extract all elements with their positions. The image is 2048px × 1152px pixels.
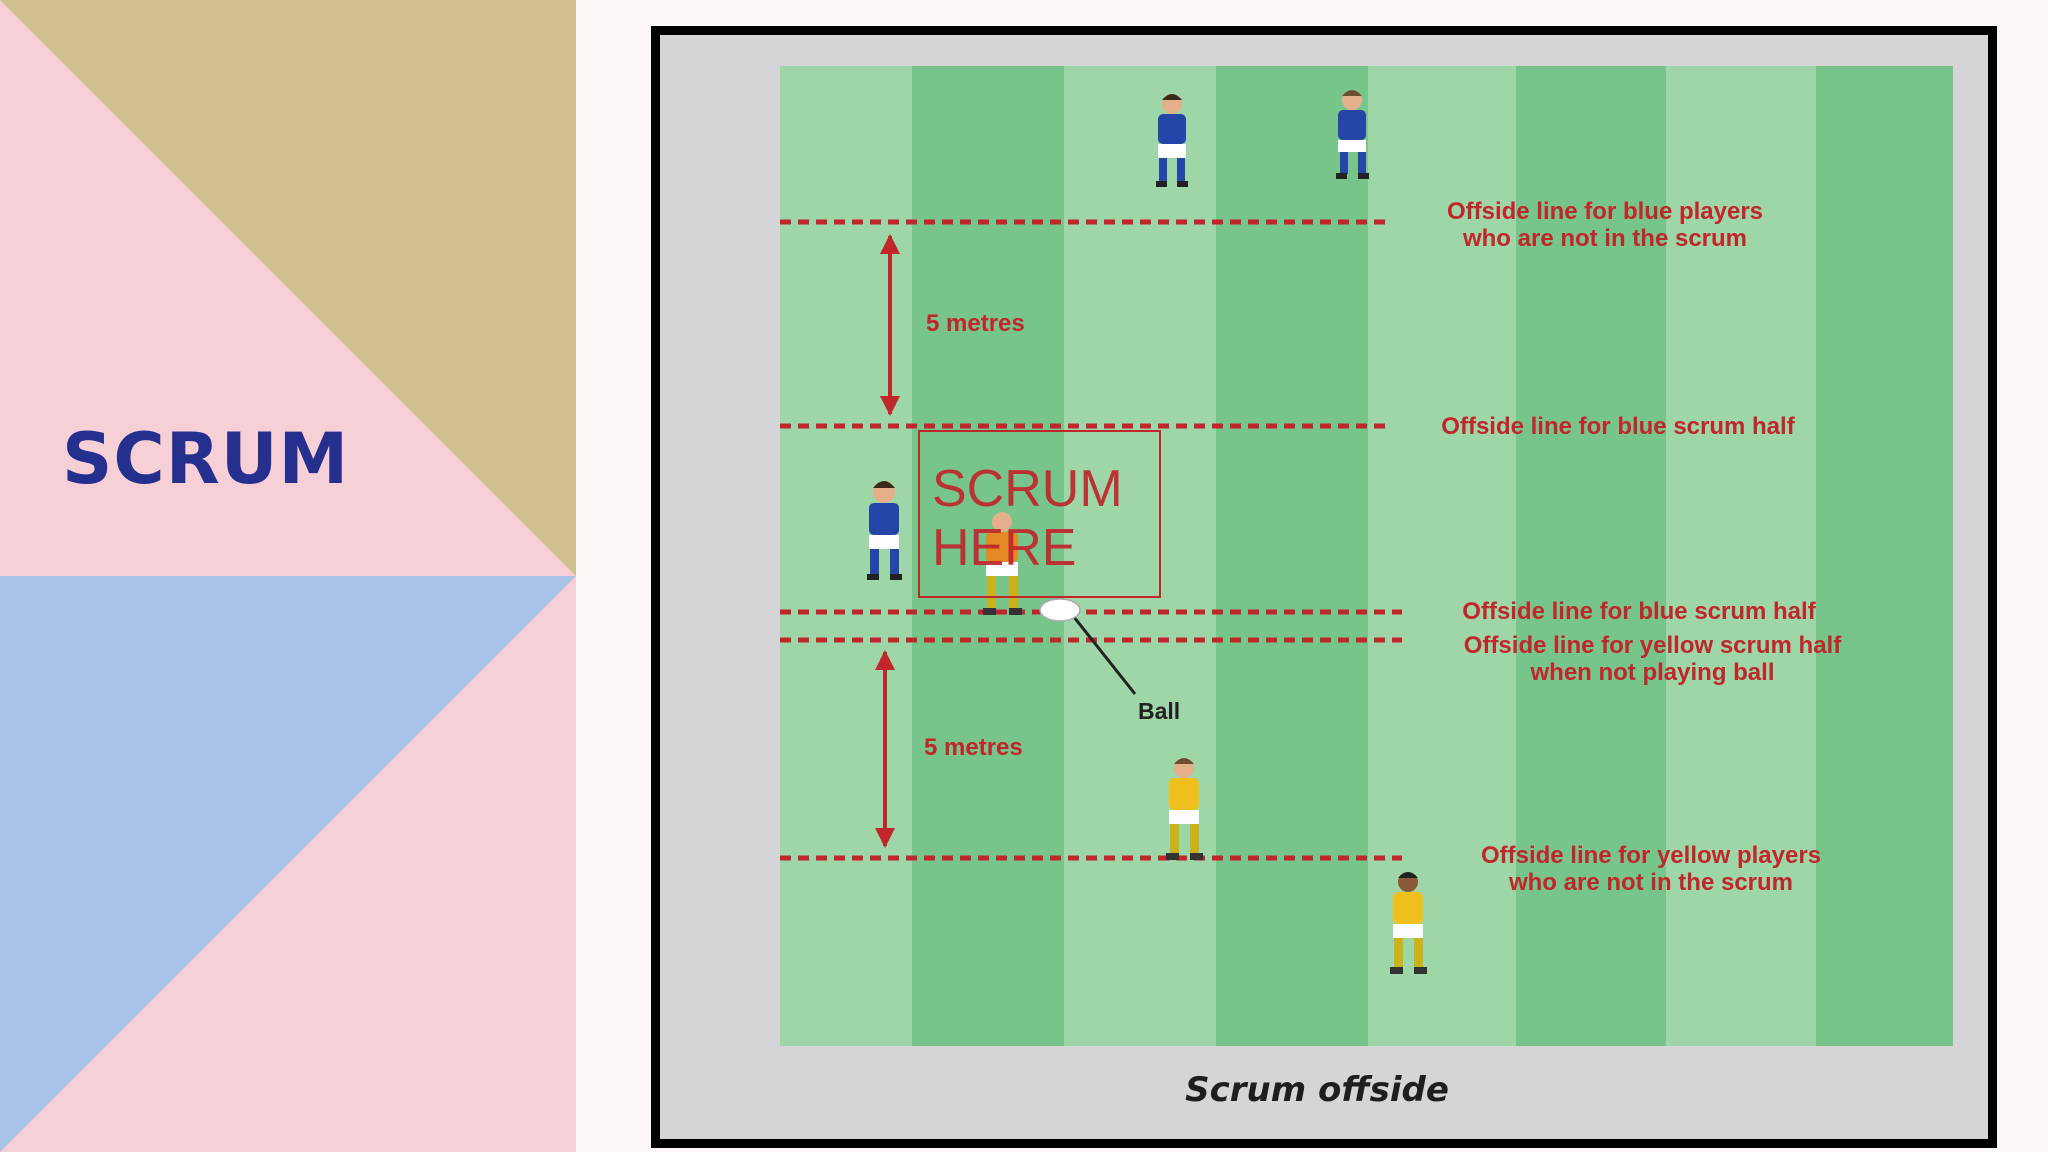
yellow-player-icon xyxy=(1166,758,1203,860)
distance-label-top: 5 metres xyxy=(926,310,1025,337)
blue-triangle xyxy=(0,576,576,1152)
blue-player-icon xyxy=(1156,94,1188,187)
offside-label-blue-scrum-half-top: Offside line for blue scrum half xyxy=(1441,413,1795,440)
diagram-caption: Scrum offside xyxy=(1185,1070,1449,1110)
offside-label-yellow-scrum-half: Offside line for yellow scrum half when … xyxy=(1463,632,1842,686)
yellow-scrum-half-icon xyxy=(983,512,1022,615)
ball-label: Ball xyxy=(1138,698,1181,724)
blue-scrum-half-icon xyxy=(867,481,902,580)
yellow-player-icon xyxy=(1390,872,1427,974)
ball-icon xyxy=(1039,598,1081,622)
scrum-marker-box: SCRUM HERE xyxy=(918,430,1161,598)
tan-triangle xyxy=(0,0,576,576)
offside-label-blue-scrum-half: Offside line for blue scrum half xyxy=(1462,598,1816,625)
offside-label-yellow-players: Offside line for yellow players who are … xyxy=(1480,842,1822,896)
offside-label-blue-players: Offside line for blue players who are no… xyxy=(1446,198,1764,252)
left-decorative-panel xyxy=(0,0,576,1152)
scrum-marker-text: SCRUM HERE xyxy=(932,460,1123,577)
slide-title: SCRUM xyxy=(62,418,350,500)
blue-player-icon xyxy=(1336,90,1369,179)
ball-pointer-line xyxy=(1068,611,1137,695)
distance-label-bottom: 5 metres xyxy=(924,734,1023,761)
